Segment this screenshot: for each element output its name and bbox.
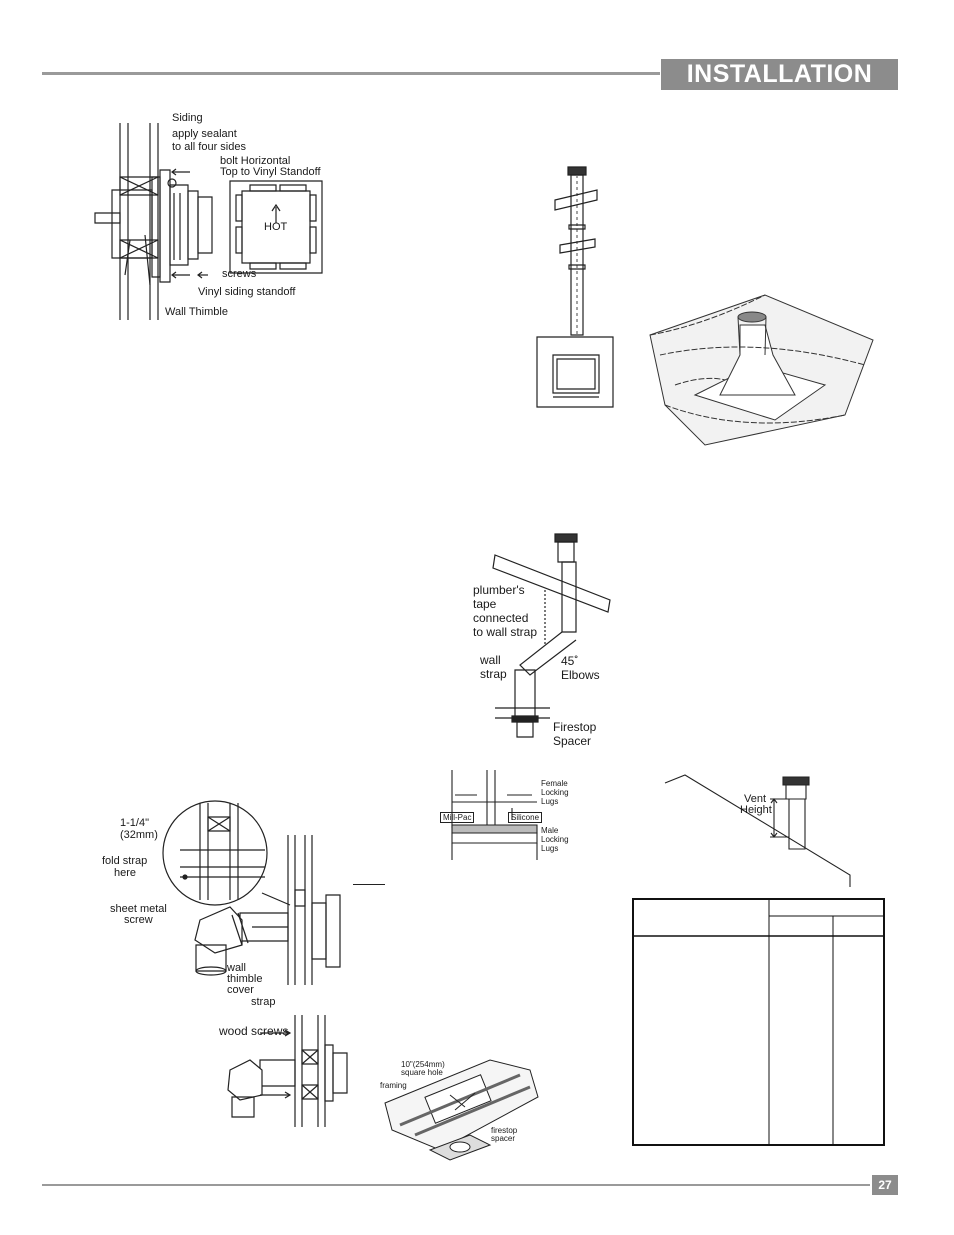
label-firestop-1: Firestop	[553, 720, 597, 734]
label-mill-pac: Mill-Pac	[440, 812, 475, 823]
label-bolt-1: bolt Horizontal	[220, 155, 291, 167]
siding-standoff-drawing	[90, 115, 330, 325]
label-siding: Siding	[172, 112, 203, 124]
label-male-1: Male	[541, 826, 559, 835]
label-wall-strap-1: wall	[480, 653, 501, 667]
label-firestop-2: Spacer	[553, 734, 592, 748]
label-dim-1: 1-1/4"	[120, 817, 149, 829]
label-fold-1: fold strap	[102, 855, 148, 867]
footer-rule	[42, 1184, 870, 1186]
label-hole-2: square hole	[401, 1068, 443, 1077]
label-hole-1: 10"(254mm)	[401, 1060, 445, 1069]
label-fold-2: here	[114, 867, 137, 879]
label-female-1: Female	[541, 779, 568, 788]
vent-height-table-grid	[634, 900, 883, 1144]
label-hot: HOT	[264, 221, 288, 233]
label-framing: framing	[380, 1081, 407, 1090]
label-male-2: Locking	[541, 835, 569, 844]
label-spacer-2: spacer	[491, 1134, 516, 1143]
label-sheet-2: screw	[124, 914, 153, 926]
label-female-3: Lugs	[541, 797, 559, 806]
label-vinyl-standoff: Vinyl siding standoff	[198, 286, 296, 298]
page-number: 27	[872, 1175, 898, 1195]
label-female-2: Locking	[541, 788, 569, 797]
label-bolt-2: Top to Vinyl Standoff	[220, 166, 321, 178]
firestop-spacer-drawing	[380, 1055, 540, 1165]
label-height: Height	[740, 804, 772, 816]
label-plumbers-4: to wall strap	[473, 625, 538, 639]
label-vent: Vent	[744, 793, 767, 805]
label-sealant-2: to all four sides	[172, 141, 246, 153]
label-cover-3: cover	[227, 984, 254, 996]
label-wall-thimble: Wall Thimble	[165, 306, 228, 318]
header-rule	[42, 72, 660, 75]
label-plumbers-1: plumber's	[473, 583, 525, 597]
roof-flashing-drawing	[645, 295, 875, 455]
vent-height-drawing	[665, 775, 855, 890]
label-screws: screws	[222, 268, 257, 280]
label-elbow-1: 45˚	[561, 654, 579, 668]
section-title: INSTALLATION	[661, 59, 898, 90]
locking-lugs-drawing	[437, 770, 542, 865]
wood-screws-drawing	[220, 1015, 360, 1130]
label-dim-2: (32mm)	[120, 829, 158, 841]
divider-mark	[353, 884, 385, 885]
label-elbow-2: Elbows	[561, 668, 600, 682]
label-sealant-1: apply sealant	[172, 128, 237, 140]
label-sheet-1: sheet metal	[110, 903, 167, 915]
label-spacer-1: firestop	[491, 1126, 518, 1135]
label-male-3: Lugs	[541, 844, 559, 853]
offset-elbows-drawing	[490, 530, 620, 745]
label-plumbers-3: connected	[473, 611, 529, 625]
vent-height-table	[632, 898, 885, 1146]
label-wall-strap-2: strap	[480, 667, 507, 681]
label-strap: strap	[251, 996, 276, 1008]
strap-detail-drawing	[160, 795, 350, 1000]
vertical-vent-fireplace-drawing	[535, 165, 615, 410]
label-cover-2: thimble	[227, 973, 263, 985]
label-plumbers-2: tape	[473, 597, 497, 611]
label-wood-screws: wood screws	[219, 1024, 289, 1038]
label-cover-1: wall	[227, 962, 246, 974]
label-silicone: Silicone	[508, 812, 543, 823]
